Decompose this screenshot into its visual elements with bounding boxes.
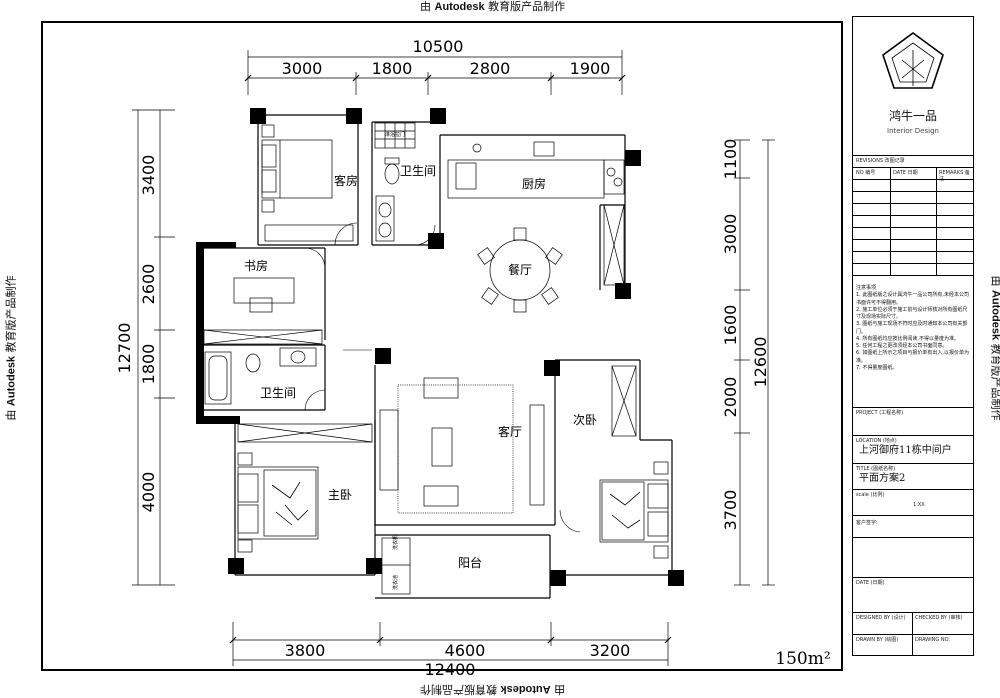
dim-top-seg: 3000 [282, 59, 323, 78]
room-second-bedroom: 次卧 [573, 413, 597, 427]
room-dining: 餐厅 [508, 262, 532, 277]
column [550, 570, 566, 586]
dimension-lines [132, 50, 775, 666]
column [250, 108, 266, 124]
watermark-left: 由 Autodesk 教育版产品制作 [4, 275, 18, 421]
checked-by: CHECKED BY (审核) [915, 615, 963, 621]
note-item: 1. 此图纸版之设计属鸿牛一品公司所有,未经本公司书面许可不得翻用。 [856, 292, 969, 306]
rev-col-no: NO 编号 [856, 170, 876, 176]
dim-top-seg: 2800 [470, 59, 511, 78]
dimension-ticks [229, 74, 672, 644]
column [346, 108, 362, 124]
dim-right-seg: 3000 [721, 214, 740, 255]
dim-bottom-total: 12400 [425, 660, 476, 679]
room-bathroom-top: 卫生间 [400, 164, 436, 178]
furniture [203, 122, 669, 595]
area-label: 150m² [775, 649, 830, 669]
dim-right-seg: 1100 [721, 139, 740, 180]
coffee-table [431, 427, 453, 467]
note-item: 2. 施工单位必须于施工前与设计师核对所有图纸尺寸及现场实际尺寸。 [856, 306, 968, 320]
scale-value: 1:XX [913, 502, 925, 508]
master-bed [237, 466, 319, 540]
room-kitchen: 厨房 [522, 176, 546, 191]
location-label: LOCATION (地点) [856, 438, 897, 444]
note-item: 7. 不得量度图纸。 [856, 364, 898, 371]
dim-right-seg: 1600 [721, 305, 740, 346]
column [625, 150, 641, 166]
dim-left-total: 12700 [115, 323, 134, 374]
room-guest: 客房 [334, 173, 358, 188]
note-item: 6. 如图纸上所示之项目与报价单有出入,以报价单为准。 [856, 350, 969, 364]
thick-walls [196, 242, 240, 424]
notes: 注意事项 1. 此图纸版之设计属鸿牛一品公司所有,未经本公司书面许可不得翻用。 … [856, 285, 970, 372]
room-study: 书房 [244, 258, 268, 273]
room-master-bedroom: 主卧 [328, 488, 352, 502]
revisions-header: REVISIONS 改图记录 [856, 158, 905, 164]
watermark-right: 由 Autodesk 教育版产品制作 [989, 275, 1000, 421]
room-living: 客厅 [498, 424, 522, 439]
door-swings [304, 222, 581, 533]
dim-right-total: 12600 [751, 337, 770, 388]
study-desk [233, 277, 295, 304]
column [668, 570, 684, 586]
label-washer: 洗衣机 [392, 535, 399, 550]
watermark-top: 由 Autodesk 教育版产品制作 [420, 0, 566, 13]
dim-bottom-seg: 4600 [445, 641, 486, 660]
dim-left-seg: 3400 [139, 155, 158, 196]
column [375, 348, 391, 364]
sofa-main [379, 409, 399, 491]
notes-title: 注意事项 [856, 285, 877, 291]
column [228, 558, 244, 574]
date-label: DATE (日期) [856, 580, 885, 586]
toilet [384, 163, 400, 185]
dim-left-seg: 4000 [139, 472, 158, 513]
rev-col-remarks: REMARKS 备注 [939, 170, 970, 183]
dim-top-seg: 1900 [570, 59, 611, 78]
note-item: 4. 所有图纸均应按比例阅读,不得以量度为准。 [856, 335, 959, 342]
room-bathroom-mid: 卫生间 [260, 386, 296, 400]
column [430, 108, 446, 124]
project-label: PROJECT (工程名称) [856, 410, 904, 416]
logo-icon [882, 32, 944, 89]
guest-bed [261, 139, 333, 199]
label-shower: 淋浴拉门 [385, 131, 405, 138]
rev-col-date: DATE 日期 [893, 170, 918, 176]
note-item: 3. 图纸与施工现场不符时应及时通知本公司有关部门。 [856, 321, 968, 335]
room-balcony: 阳台 [458, 555, 482, 570]
client-label: 客户签字: [856, 520, 878, 526]
title-block: 鸿牛一品 Interior Design REVISIONS 改图记录 NO 编… [852, 16, 974, 656]
bed-decoration [271, 481, 641, 529]
logo-text: 鸿牛一品 [888, 109, 937, 123]
dim-top-seg: 1800 [372, 59, 413, 78]
dim-top-total: 10500 [413, 37, 464, 56]
drawing-no: DRAWING NO. [915, 637, 950, 643]
second-bed [599, 479, 669, 543]
column [428, 233, 444, 249]
dim-left-seg: 1800 [139, 344, 158, 385]
column [615, 283, 631, 299]
dim-bottom-seg: 3800 [285, 641, 326, 660]
columns [228, 108, 684, 586]
watermark-bottom: 由 Autodesk 教育版产品制作 [420, 683, 566, 696]
designed-by: DESIGNED BY (设计) [856, 615, 906, 621]
location-value: 上河御府11栋中间户 [859, 445, 952, 456]
title-label: TITLE (图纸名称) [856, 466, 896, 472]
title-value: 平面方案2 [859, 473, 906, 484]
dim-right-seg: 3700 [721, 490, 740, 531]
note-item: 5. 任何工程之更改须经本公司书面同意。 [856, 343, 948, 349]
dim-left-seg: 2600 [139, 264, 158, 305]
logo-subtitle: Interior Design [887, 127, 939, 135]
drawing-frame [41, 21, 843, 671]
dim-right-seg: 2000 [721, 377, 740, 418]
label-sink: 洗衣池 [392, 575, 399, 590]
walls [198, 114, 673, 599]
bathtub [204, 351, 232, 405]
dim-bottom-seg: 3200 [590, 641, 631, 660]
column [366, 558, 382, 574]
scale-label: scale (比例) [856, 492, 885, 498]
column [544, 360, 560, 376]
drawn-by: DRAWN BY (绘图) [856, 637, 899, 643]
